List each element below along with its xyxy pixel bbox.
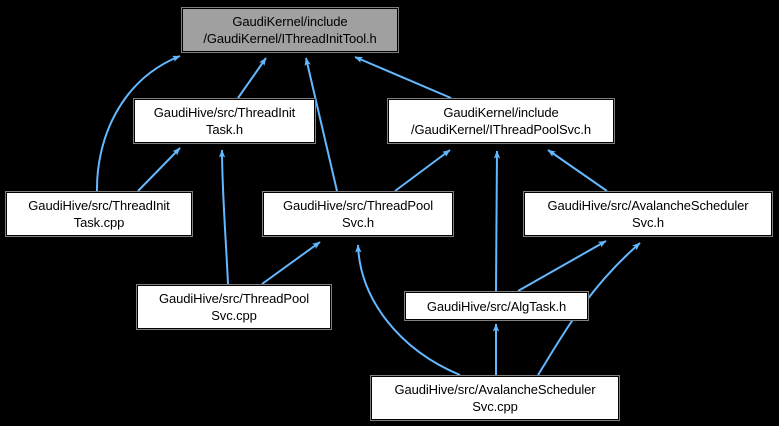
node-label: GaudiHive/src/ThreadInit Task.h	[153, 105, 296, 137]
node-algtask-h[interactable]: GaudiHive/src/AlgTask.h	[404, 291, 589, 321]
node-threadinittask-cpp[interactable]: GaudiHive/src/ThreadInit Task.cpp	[5, 191, 193, 237]
edge-ithreadpoolsvc-h-to-ithreadinittool-h	[354, 56, 452, 99]
node-ithreadpoolsvc-h[interactable]: GaudiKernel/include /GaudiKernel/IThread…	[387, 98, 615, 144]
node-threadinittask-h[interactable]: GaudiHive/src/ThreadInit Task.h	[133, 98, 316, 144]
edge-avalancheschedulersvc-h-to-ithreadpoolsvc-h	[547, 149, 608, 192]
node-avalancheschedulersvc-h[interactable]: GaudiHive/src/AvalancheScheduler Svc.h	[523, 191, 773, 237]
node-label: GaudiHive/src/ThreadPool Svc.h	[282, 198, 434, 230]
node-label: GaudiKernel/include /GaudiKernel/IThread…	[411, 105, 591, 137]
node-threadpoolsvc-h[interactable]: GaudiHive/src/ThreadPool Svc.h	[262, 191, 454, 237]
edge-threadinittask-cpp-to-threadinittask-h	[137, 147, 181, 192]
edge-threadinittask-h-to-ithreadinittool-h	[237, 57, 267, 99]
node-threadpoolsvc-cpp[interactable]: GaudiHive/src/ThreadPool Svc.cpp	[136, 284, 332, 330]
node-label: GaudiHive/src/ThreadInit Task.cpp	[28, 198, 170, 230]
node-label: GaudiHive/src/ThreadPool Svc.cpp	[158, 291, 310, 323]
edge-threadpoolsvc-cpp-to-threadpoolsvc-h	[261, 241, 321, 285]
node-avalancheschedulersvc-cpp[interactable]: GaudiHive/src/AvalancheScheduler Svc.cpp	[370, 375, 620, 421]
node-label: GaudiHive/src/AlgTask.h	[426, 298, 567, 314]
edge-threadpoolsvc-h-to-ithreadpoolsvc-h	[394, 149, 451, 192]
node-ithreadinittool-h[interactable]: GaudiKernel/include /GaudiKernel/IThread…	[181, 7, 399, 53]
node-label: GaudiHive/src/AvalancheScheduler Svc.cpp	[394, 382, 596, 414]
edge-algtask-h-to-avalancheschedulersvc-h	[517, 240, 607, 292]
node-label: GaudiKernel/include /GaudiKernel/IThread…	[203, 14, 377, 46]
node-label: GaudiHive/src/AvalancheScheduler Svc.h	[547, 198, 749, 230]
edge-algtask-h-to-ithreadpoolsvc-h	[493, 150, 501, 292]
edge-threadpoolsvc-cpp-to-threadinittask-h	[218, 149, 229, 285]
